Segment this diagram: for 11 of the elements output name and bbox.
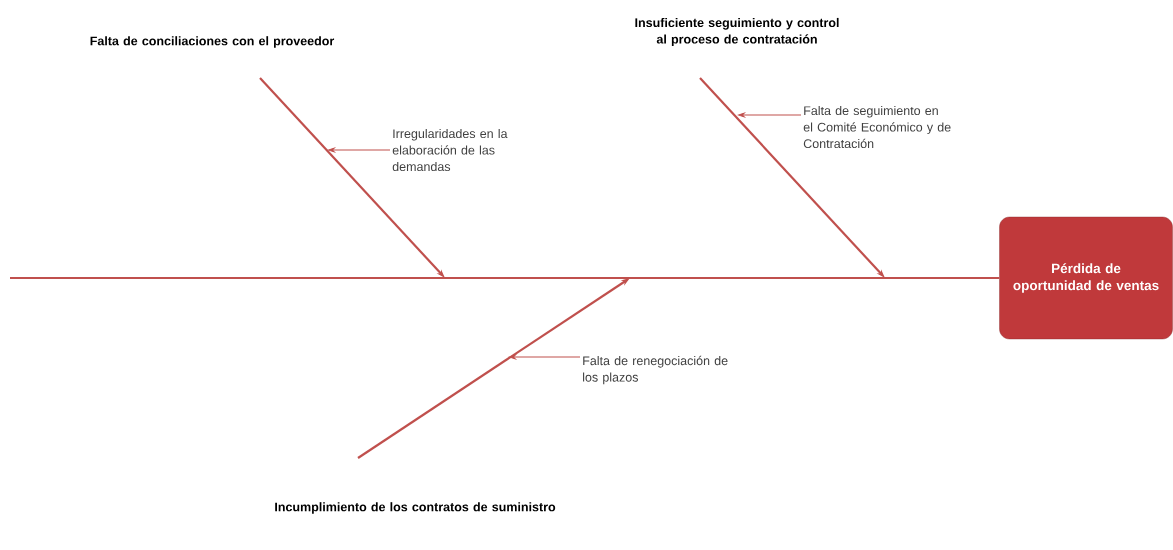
arrow (328, 147, 391, 153)
cause-label: Insuficiente seguimiento y control al proceso de contratación (635, 17, 839, 47)
cause-label: Falta de conciliaciones con el proveedor (90, 36, 335, 48)
cause-label: Incumplimiento de los contratos de suministro (275, 502, 556, 514)
arrow (738, 112, 802, 118)
sub-cause-label: Falta de seguimiento en el Comité Económico y de Contratación (803, 105, 951, 149)
effect-box: Pérdida de oportunidad de ventas (999, 216, 1173, 340)
sub-cause-label: Falta de renegociación de los plazos (583, 355, 728, 385)
spine-line (10, 276, 1000, 280)
sub-cause-label: Irregularidades en la elaboración de las demandas (392, 128, 508, 172)
arrow (509, 354, 581, 360)
